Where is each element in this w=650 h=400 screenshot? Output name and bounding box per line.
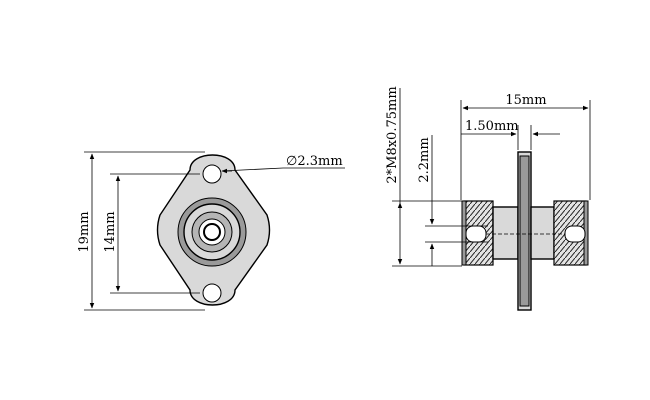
dim-14mm-label: 14mm: [103, 211, 118, 252]
dim-2.2mm-label: 2.2mm: [417, 137, 432, 182]
dim-1.50mm-label: 1.50mm: [465, 119, 519, 134]
left-body: [492, 206, 519, 260]
dim-hole-diameter-label: ∅2.3mm: [286, 154, 343, 169]
dim-15mm-label: 15mm: [505, 93, 546, 108]
dim-thread-label: 2*M8x0.75mm: [385, 86, 400, 183]
connector-bore: [203, 223, 221, 241]
dim-hole-leader: [221, 167, 284, 172]
side-view: 15mm 1.50mm 2.2mm 2*M8x0.75mm: [385, 86, 591, 311]
top-hole: [202, 164, 222, 184]
left-bore: [465, 225, 487, 243]
bottom-hole: [202, 283, 222, 303]
right-body: [530, 206, 555, 260]
right-bore: [564, 225, 586, 243]
dim-19mm-label: 19mm: [77, 211, 92, 252]
front-view: 19mm 14mm ∅2.3mm: [77, 151, 345, 311]
